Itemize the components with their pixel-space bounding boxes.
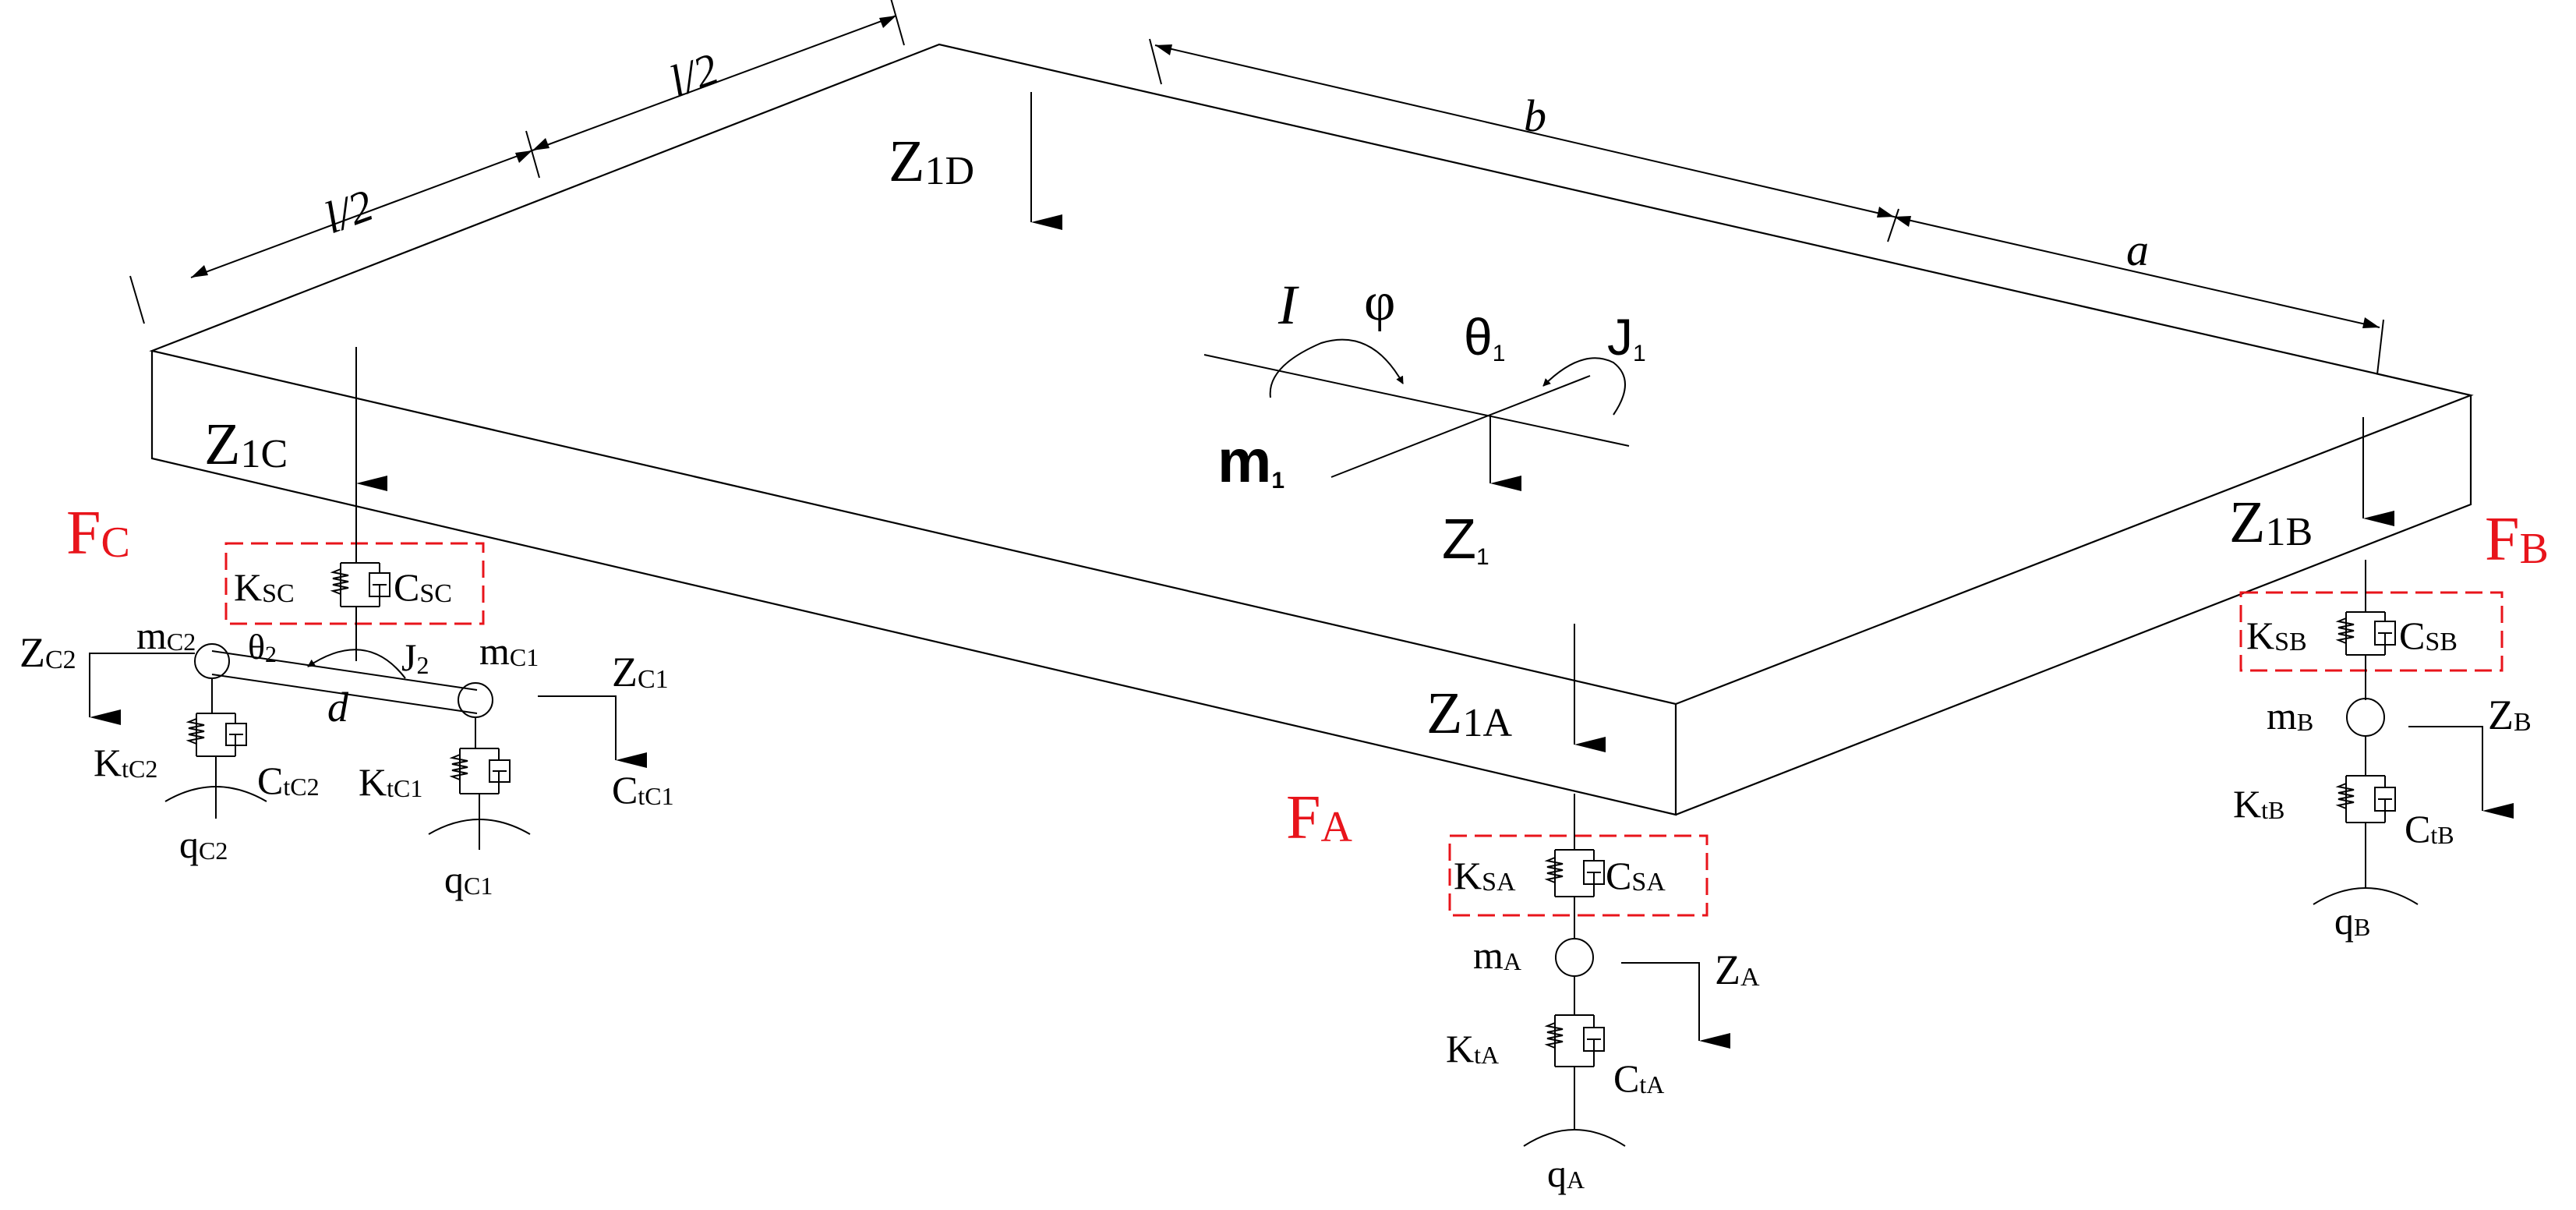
label-ksb: KSB (2246, 614, 2307, 657)
label-phi: φ (1364, 272, 1395, 332)
suspension-c: FC KSC CSC mC2 mC1 θ2 J2 d ZC2 ZC1 (19, 483, 674, 901)
label-z1c: Z1C (204, 412, 288, 477)
suspension-b: FB KSB CSB mB ZB KtB CtB qB (2233, 505, 2549, 943)
primary-suspension-box-a (1448, 834, 1708, 917)
label-J2: J2 (401, 635, 429, 679)
dim-half-l-2 (532, 15, 897, 151)
label-za: ZA (1715, 946, 1760, 993)
roll-arc-J1 (1542, 357, 1626, 416)
label-mc2: mC2 (136, 614, 196, 657)
label-fc: FC (66, 499, 130, 568)
dim-half-l-1 (190, 150, 533, 278)
label-J1: J1 (1607, 308, 1646, 366)
label-z1: Z1 (1442, 508, 1489, 571)
label-d: d (327, 684, 349, 731)
dim-b (1154, 44, 1895, 218)
label-ksc: KSC (234, 565, 295, 609)
label-ksa: KSA (1454, 854, 1516, 897)
vehicle-body (149, 43, 2474, 816)
label-csc: CSC (394, 565, 452, 609)
body-centre-dofs: I φ θ1 J1 m1 Z1 (1203, 272, 1646, 571)
label-theta2: θ2 (248, 627, 277, 667)
label-zb: ZB (2488, 692, 2532, 738)
label-csa: CSA (1606, 854, 1666, 897)
suspension-a: FA KSA CSA mA ZA KtA CtA qA (1286, 784, 1760, 1195)
label-fb: FB (2485, 505, 2549, 574)
label-fa: FA (1286, 784, 1353, 852)
label-b: b (1524, 90, 1546, 141)
label-qc1: qC1 (444, 858, 493, 901)
body-top-face (149, 43, 2474, 706)
mass-mc2 (194, 643, 230, 679)
roll-arc-J2 (307, 649, 406, 679)
label-m1: m1 (1217, 426, 1284, 495)
label-half-l-1: l/2 (317, 179, 380, 243)
primary-suspension-box-b (2239, 591, 2504, 672)
label-z1d: Z1D (889, 129, 974, 194)
label-I: I (1277, 274, 1299, 336)
corner-displacements: Z1D Z1C Z1B Z1A (204, 92, 2394, 752)
mass-ma (1555, 938, 1594, 977)
label-ktb: KtB (2233, 782, 2284, 826)
dimension-lines: l/2 l/2 b a (129, 0, 2384, 375)
label-qc2: qC2 (179, 823, 228, 866)
label-qa: qA (1547, 1152, 1585, 1195)
label-zc1: ZC1 (612, 649, 669, 695)
label-ctc2: CtC2 (257, 759, 320, 802)
label-ma: mA (1473, 933, 1521, 977)
label-zc2: ZC2 (19, 629, 76, 676)
pitch-arc-I (1269, 338, 1404, 398)
label-ctb: CtB (2405, 807, 2454, 851)
label-z1a: Z1A (1426, 681, 1512, 746)
label-theta1: θ1 (1464, 308, 1505, 366)
label-mc1: mC1 (479, 629, 539, 673)
label-kta: KtA (1446, 1027, 1499, 1070)
body-right-edge (1675, 395, 2472, 816)
label-mb: mB (2267, 694, 2313, 738)
label-ktc1: KtC1 (359, 760, 422, 804)
label-csb: CSB (2399, 614, 2458, 657)
label-ctc1: CtC1 (612, 768, 674, 812)
dim-a (1893, 216, 2380, 328)
label-z1b: Z1B (2229, 490, 2313, 555)
body-front-edge (150, 351, 1677, 816)
mass-mb (2346, 698, 2385, 737)
label-qb: qB (2334, 899, 2370, 943)
mass-mc1 (458, 682, 493, 718)
label-a: a (2126, 225, 2149, 275)
label-ktc2: KtC2 (94, 741, 157, 784)
primary-suspension-box-c (224, 542, 485, 625)
label-half-l-2: l/2 (663, 43, 725, 107)
label-cta: CtA (1613, 1056, 1664, 1100)
